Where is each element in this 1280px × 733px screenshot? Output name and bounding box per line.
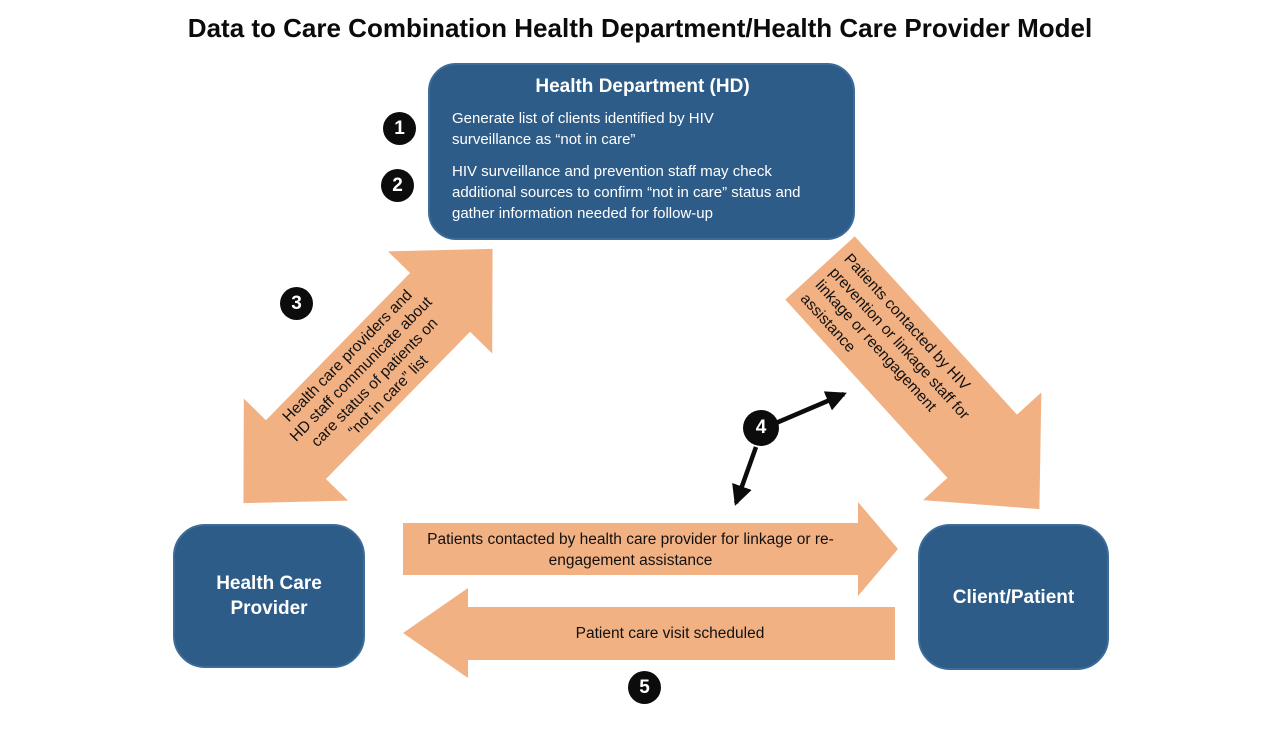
pointer-arrow-down bbox=[732, 446, 759, 506]
step-badge-2-number: 2 bbox=[392, 174, 403, 196]
step-badge-4-number: 4 bbox=[755, 417, 767, 438]
pointer-arrow-upright bbox=[775, 391, 847, 426]
page-title: Data to Care Combination Health Departme… bbox=[187, 13, 1093, 43]
step-badge-5-number: 5 bbox=[639, 676, 650, 698]
step-badge-3-number: 3 bbox=[291, 292, 302, 314]
arrow-provider-client-label: Patients contacted by health care provid… bbox=[403, 523, 858, 576]
step-badge-1: 1 bbox=[383, 112, 416, 145]
step-badge-1-number: 1 bbox=[394, 117, 405, 139]
hd-box: Health Department (HD) Generate list of … bbox=[428, 63, 855, 240]
step-badge-4: 4 bbox=[743, 410, 779, 446]
step-badge-5: 5 bbox=[628, 671, 661, 704]
client-box-label: Client/Patient bbox=[952, 586, 1075, 608]
provider-box-label: Health Care Provider bbox=[216, 573, 322, 619]
client-box: Client/Patient bbox=[918, 524, 1109, 670]
arrow-provider-client bbox=[403, 502, 898, 596]
arrow-client-provider bbox=[403, 588, 895, 678]
step-badge-2: 2 bbox=[381, 169, 414, 202]
hd-box-title: Health Department (HD) bbox=[535, 76, 750, 97]
provider-box: Health Care Provider bbox=[173, 524, 365, 668]
hd-item-2: HIV surveillance and prevention staff ma… bbox=[452, 163, 801, 222]
arrow-provider-client-text: Patients contacted by health care provid… bbox=[427, 530, 834, 569]
arrow-client-provider-label: Patient care visit scheduled bbox=[445, 607, 895, 660]
hd-item-1: Generate list of clients identified by H… bbox=[452, 110, 714, 148]
step-badge-3: 3 bbox=[280, 287, 313, 320]
arrow-hd-client bbox=[785, 236, 1042, 510]
double-arrow-hd-provider bbox=[243, 248, 493, 504]
arrow-client-provider-text: Patient care visit scheduled bbox=[575, 624, 765, 642]
